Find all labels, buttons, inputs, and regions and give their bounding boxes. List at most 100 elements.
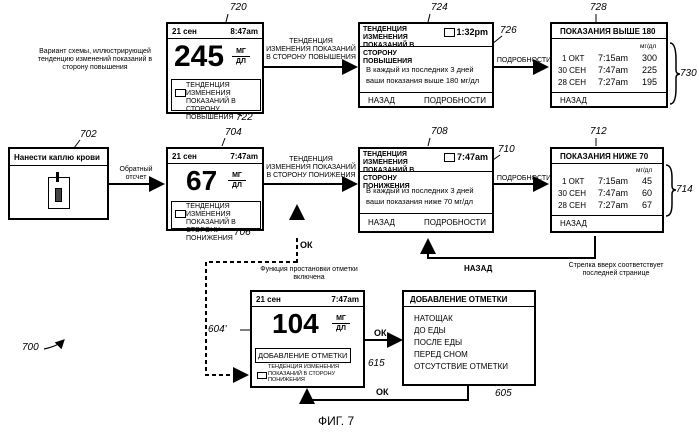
screen-724-back-button[interactable]: НАЗАД bbox=[368, 96, 395, 105]
screen-712-row-2-time: 7:47am bbox=[598, 188, 628, 198]
screen-604-unit: МГ ДЛ bbox=[332, 314, 350, 333]
label-trend-down-arrow: ТЕНДЕНЦИЯ ИЗМЕНЕНИЯ ПОКАЗАНИЙ В СТОРОНУ … bbox=[266, 156, 356, 180]
label-ok-1: ОК bbox=[300, 240, 313, 250]
screen-724-body: В каждый из последних 3 дней ваши показа… bbox=[366, 64, 488, 86]
ref-726: 726 bbox=[500, 25, 517, 36]
screen-720-message-box[interactable]: ТЕНДЕНЦИЯ ИЗМЕНЕНИЯ ПОКАЗАНИЙ В СТОРОНУ … bbox=[171, 79, 261, 111]
home-icon bbox=[444, 28, 455, 37]
label-details-1: ПОДРОБНОСТИ bbox=[496, 57, 552, 65]
screen-712-title: ПОКАЗАНИЯ НИЖЕ 70 bbox=[560, 152, 648, 161]
screen-712-row-1-date: 1 ОКТ bbox=[562, 177, 584, 186]
screen-728-back-button[interactable]: НАЗАД bbox=[560, 96, 587, 105]
screen-604-time: 7:47am bbox=[331, 295, 359, 304]
screen-720: 21 сен 8:47am 245 МГ ДЛ ТЕНДЕНЦИЯ ИЗМЕНЕ… bbox=[166, 22, 264, 114]
mark-option-fasting[interactable]: НАТОЩАК bbox=[414, 314, 453, 323]
screen-728-title: ПОКАЗАНИЯ ВЫШЕ 180 bbox=[560, 27, 655, 36]
screen-712: ПОКАЗАНИЯ НИЖЕ 70 мг/дл 1 ОКТ 7:15am 45 … bbox=[550, 147, 664, 233]
screen-720-value: 245 bbox=[174, 40, 224, 74]
screen-604-value: 104 bbox=[272, 308, 319, 340]
label-variant: Вариант схемы, иллюстрирующей тенденцию … bbox=[30, 48, 160, 72]
meter-icon bbox=[48, 177, 70, 209]
screen-704-date: 21 сен bbox=[172, 152, 197, 161]
add-mark-button[interactable]: ДОБАВЛЕНИЕ ОТМЕТКИ bbox=[255, 348, 351, 363]
ref-702: 702 bbox=[80, 129, 97, 140]
ref-728: 728 bbox=[590, 2, 607, 13]
screen-728-row-2-time: 7:47am bbox=[598, 65, 628, 75]
label-arrow-up-note: Стрелка вверх соответствует последней ст… bbox=[556, 262, 676, 278]
screen-712-row-1-time: 7:15am bbox=[598, 176, 628, 186]
screen-704-message: ТЕНДЕНЦИЯ ИЗМЕНЕНИЯ ПОКАЗАНИЙ В СТОРОНУ … bbox=[186, 203, 258, 243]
screen-708-body: В каждый из последних 3 дней ваши показа… bbox=[366, 185, 488, 207]
ref-710: 710 bbox=[498, 144, 515, 155]
label-countdown: Обратный отсчет bbox=[112, 166, 160, 182]
label-marking-on: Функция простановки отметки включена bbox=[254, 266, 364, 282]
screen-704-message-box[interactable]: ТЕНДЕНЦИЯ ИЗМЕНЕНИЯ ПОКАЗАНИЙ В СТОРОНУ … bbox=[171, 201, 261, 229]
screen-720-date: 21 сен bbox=[172, 27, 197, 36]
screen-708-details-button[interactable]: ПОДРОБНОСТИ bbox=[424, 218, 486, 227]
screen-712-row-3-time: 7:27am bbox=[598, 200, 628, 210]
add-mark-button-label: ДОБАВЛЕНИЕ ОТМЕТКИ bbox=[258, 351, 347, 360]
screen-724-time: 1:32pm bbox=[456, 27, 488, 37]
ref-714: 714 bbox=[676, 184, 693, 195]
screen-728-row-1-value: 300 bbox=[642, 53, 657, 63]
screen-728-row-3-value: 195 bbox=[642, 77, 657, 87]
mark-option-before-meal[interactable]: ДО ЕДЫ bbox=[414, 326, 446, 335]
label-details-2: ПОДРОБНОСТИ bbox=[496, 175, 552, 183]
screen-728-row-3-time: 7:27am bbox=[598, 77, 628, 87]
screen-704-time: 7:47am bbox=[230, 152, 258, 161]
screen-712-row-2-date: 30 СЕН bbox=[558, 189, 586, 198]
screen-604-date: 21 сен bbox=[256, 295, 281, 304]
screen-712-row-2-value: 60 bbox=[642, 188, 652, 198]
screen-728-row-1-date: 1 ОКТ bbox=[562, 54, 584, 63]
apply-blood-title: Нанести каплю крови bbox=[14, 153, 100, 162]
screen-712-row-1-value: 45 bbox=[642, 176, 652, 186]
screen-728-unit: мг/дл bbox=[640, 43, 656, 50]
envelope-icon bbox=[175, 89, 186, 97]
screen-712-row-3-value: 67 bbox=[642, 200, 652, 210]
ref-712: 712 bbox=[590, 126, 607, 137]
mark-option-after-meal[interactable]: ПОСЛЕ ЕДЫ bbox=[414, 338, 462, 347]
screen-720-unit: МГ ДЛ bbox=[232, 47, 250, 66]
screen-704: 21 сен 7:47am 67 МГ ДЛ ТЕНДЕНЦИЯ ИЗМЕНЕН… bbox=[166, 147, 264, 231]
ref-720: 720 bbox=[230, 2, 247, 13]
label-trend-up-arrow: ТЕНДЕНЦИЯ ИЗМЕНЕНИЯ ПОКАЗАНИЙ В СТОРОНУ … bbox=[266, 38, 356, 62]
label-ok-2: ОК bbox=[374, 328, 387, 338]
mark-option-no-mark[interactable]: ОТСУТСТВИЕ ОТМЕТКИ bbox=[414, 362, 508, 371]
screen-720-message: ТЕНДЕНЦИЯ ИЗМЕНЕНИЯ ПОКАЗАНИЙ В СТОРОНУ … bbox=[186, 82, 258, 122]
screen-712-unit: мг/дл bbox=[636, 167, 652, 174]
figure-caption: ФИГ. 7 bbox=[318, 414, 354, 428]
screen-724: ТЕНДЕНЦИЯ ИЗМЕНЕНИЯ ПОКАЗАНИЙ В СТОРОНУ … bbox=[358, 22, 494, 108]
screen-704-unit: МГ ДЛ bbox=[228, 171, 246, 190]
ref-730: 730 bbox=[680, 68, 697, 79]
ref-724: 724 bbox=[431, 2, 448, 13]
envelope-icon bbox=[257, 372, 267, 379]
home-icon bbox=[444, 153, 455, 162]
screen-728-row-2-date: 30 СЕН bbox=[558, 66, 586, 75]
screen-724-details-button[interactable]: ПОДРОБНОСТИ bbox=[424, 96, 486, 105]
screen-728-row-1-time: 7:15am bbox=[598, 53, 628, 63]
screen-720-time: 8:47am bbox=[230, 27, 258, 36]
screen-704-value: 67 bbox=[186, 165, 217, 197]
ref-605: 605 bbox=[495, 388, 512, 399]
label-back: НАЗАД bbox=[464, 264, 492, 273]
screen-712-back-button[interactable]: НАЗАД bbox=[560, 219, 587, 228]
screen-708-time: 7:47am bbox=[457, 152, 488, 162]
envelope-icon bbox=[175, 210, 186, 218]
screen-604-message: ТЕНДЕНЦИЯ ИЗМЕНЕНИЯ ПОКАЗАНИЙ В СТОРОНУ … bbox=[268, 364, 360, 384]
screen-605-title: ДОБАВЛЕНИЕ ОТМЕТКИ bbox=[410, 295, 507, 304]
ref-704: 704 bbox=[225, 127, 242, 138]
ref-615: 615 bbox=[368, 358, 385, 369]
ref-604: 604' bbox=[208, 324, 227, 335]
ref-708: 708 bbox=[431, 126, 448, 137]
screen-728-row-3-date: 28 СЕН bbox=[558, 78, 586, 87]
screen-712-row-3-date: 28 СЕН bbox=[558, 201, 586, 210]
screen-728: ПОКАЗАНИЯ ВЫШЕ 180 мг/дл 1 ОКТ 7:15am 30… bbox=[550, 22, 668, 108]
screen-604: 21 сен 7:47am 104 МГ ДЛ ДОБАВЛЕНИЕ ОТМЕТ… bbox=[250, 290, 365, 388]
screen-708-back-button[interactable]: НАЗАД bbox=[368, 218, 395, 227]
screen-708: ТЕНДЕНЦИЯ ИЗМЕНЕНИЯ ПОКАЗАНИЙ В СТОРОНУ … bbox=[358, 147, 494, 233]
screen-728-row-2-value: 225 bbox=[642, 65, 657, 75]
label-ok-3: ОК bbox=[376, 387, 389, 397]
ref-700: 700 bbox=[22, 342, 39, 353]
mark-option-before-sleep[interactable]: ПЕРЕД СНОМ bbox=[414, 350, 468, 359]
apply-blood-box: Нанести каплю крови bbox=[8, 147, 109, 220]
